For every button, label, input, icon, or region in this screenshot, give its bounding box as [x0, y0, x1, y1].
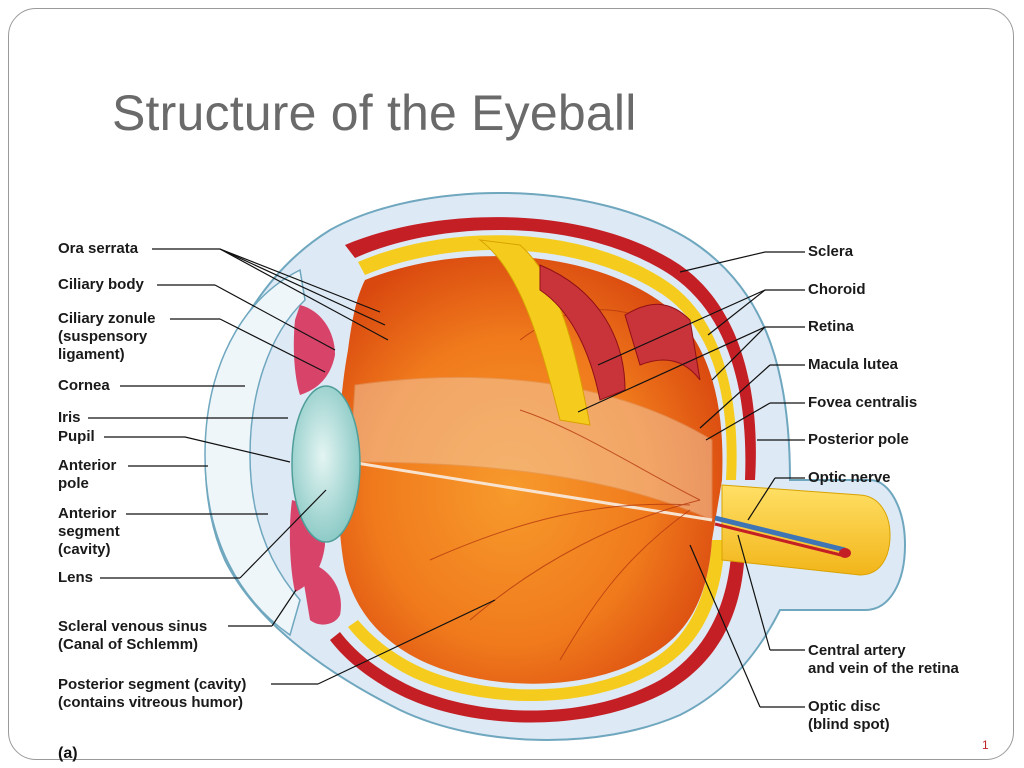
label-cornea: Cornea [58, 377, 110, 394]
label-scleral-venous-sinus: Scleral venous sinus (Canal of Schlemm) [58, 618, 208, 653]
label-optic-nerve: Optic nerve [808, 469, 891, 486]
leader-lines-right [577, 251, 805, 708]
cornea-shape [204, 268, 306, 637]
label-choroid: Choroid [808, 281, 866, 298]
label-ora-serrata: Ora serrata [58, 240, 139, 257]
label-posterior-pole: Posterior pole [808, 431, 909, 448]
label-ciliary-zonule: Ciliary zonule (suspensory ligament) [58, 310, 156, 363]
optic-nerve-shape [721, 484, 891, 576]
retina-layer [358, 235, 737, 480]
label-pupil: Pupil [58, 428, 95, 445]
page-mark: 1 [982, 738, 989, 752]
leader-lines-left [88, 248, 496, 685]
slide-title: Structure of the Eyeball [112, 85, 637, 141]
label-anterior-pole: Anterior pole [58, 457, 117, 492]
choroid-layer [345, 217, 756, 480]
label-optic-disc: Optic disc (blind spot) [808, 698, 890, 733]
central-vessels [714, 515, 846, 553]
label-central-artery: Central artery and vein of the retina [808, 642, 959, 677]
label-anterior-segment: Anterior segment (cavity) [58, 505, 120, 558]
label-lens: Lens [58, 569, 94, 586]
label-posterior-segment: Posterior segment (cavity) (contains vit… [58, 676, 247, 711]
lens-shape [291, 385, 361, 543]
label-sclera: Sclera [808, 243, 854, 260]
label-retina: Retina [808, 318, 854, 335]
label-iris: Iris [58, 409, 81, 426]
label-macula-lutea: Macula lutea [808, 356, 899, 373]
label-fovea-centralis: Fovea centralis [808, 394, 918, 411]
figure-tag: (a) [58, 745, 78, 762]
label-ciliary-body: Ciliary body [58, 276, 144, 293]
